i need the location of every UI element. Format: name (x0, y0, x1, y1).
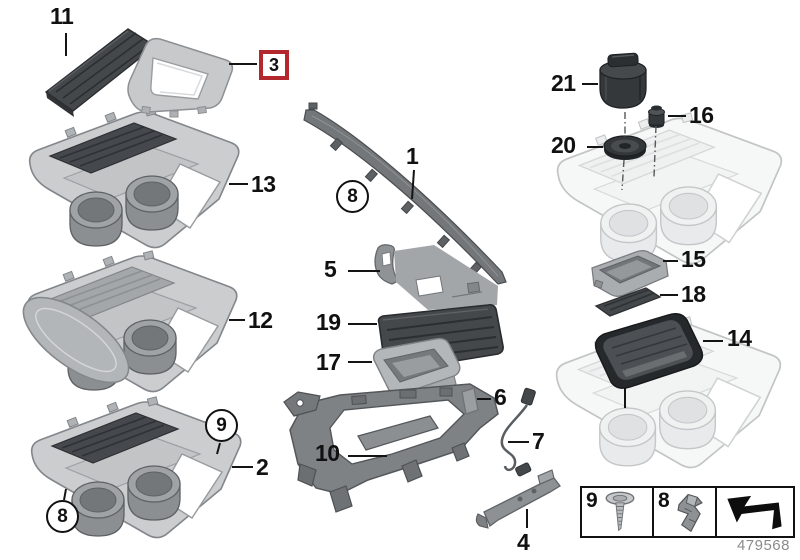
callout-11[interactable]: 11 (50, 3, 74, 29)
legend-arrow-cell (717, 488, 789, 536)
part-10-carrier-frame (283, 383, 499, 513)
legend-screw-cell: 9 (582, 488, 654, 536)
callout-10[interactable]: 10 (315, 440, 340, 466)
callout-7[interactable]: 7 (532, 428, 545, 454)
callout-15[interactable]: 15 (681, 246, 706, 272)
callout-21[interactable]: 21 (551, 70, 576, 96)
callout-8-fastener-ref-mid[interactable]: 8 (336, 180, 369, 213)
part-18-rubber-mat-small (594, 287, 662, 317)
part-7-cable (500, 387, 536, 477)
callout-4[interactable]: 4 (517, 529, 530, 555)
part-20-round-insert (603, 135, 647, 160)
legend-clip-label: 8 (658, 489, 670, 512)
callout-18[interactable]: 18 (681, 281, 706, 307)
part-4-bracket (475, 469, 561, 529)
part-5-bracket (374, 244, 498, 310)
callout-14[interactable]: 14 (727, 325, 752, 351)
image-number: 479568 (736, 537, 790, 554)
callout-2[interactable]: 2 (256, 454, 269, 480)
part-3-shifter-trim (127, 37, 234, 118)
callout-19[interactable]: 19 (316, 309, 341, 335)
leader-lines (63, 33, 723, 528)
part-17-storage-tray (372, 337, 461, 405)
callout-8-fastener-ref-bottom[interactable]: 8 (46, 500, 79, 533)
part-13-console-trim (29, 106, 239, 248)
callout-9-fastener-ref[interactable]: 9 (205, 409, 238, 442)
callout-12[interactable]: 12 (248, 307, 273, 333)
callout-13[interactable]: 13 (251, 171, 276, 197)
callout-16[interactable]: 16 (689, 102, 714, 128)
legend-clip-cell: 8 (654, 488, 717, 536)
callout-6[interactable]: 6 (494, 384, 507, 410)
part-16-socket (648, 105, 665, 128)
screw-icon (605, 491, 635, 532)
part-21-ashtray-insert (599, 52, 647, 109)
callout-3-highlighted[interactable]: 3 (259, 50, 289, 80)
callout-1[interactable]: 1 (406, 143, 419, 169)
part-14-storage-tray-large (594, 313, 704, 389)
callout-17[interactable]: 17 (316, 349, 341, 375)
callout-5[interactable]: 5 (324, 256, 337, 282)
legend-box: 9 8 (580, 486, 795, 538)
part-12-console-trim-with-cover (22, 250, 237, 392)
sliding-cover (22, 296, 130, 384)
part-1-trim-rail (303, 102, 507, 285)
ghost-console-top-right (557, 112, 782, 264)
direction-arrow-icon (727, 495, 782, 530)
part-15-storage-insert (591, 250, 669, 297)
callout-20[interactable]: 20 (551, 132, 576, 158)
part-6-blank-cover (461, 387, 479, 415)
clip-icon (677, 493, 703, 533)
legend-screw-label: 9 (586, 489, 598, 512)
assembly-axis-lines (621, 112, 657, 191)
